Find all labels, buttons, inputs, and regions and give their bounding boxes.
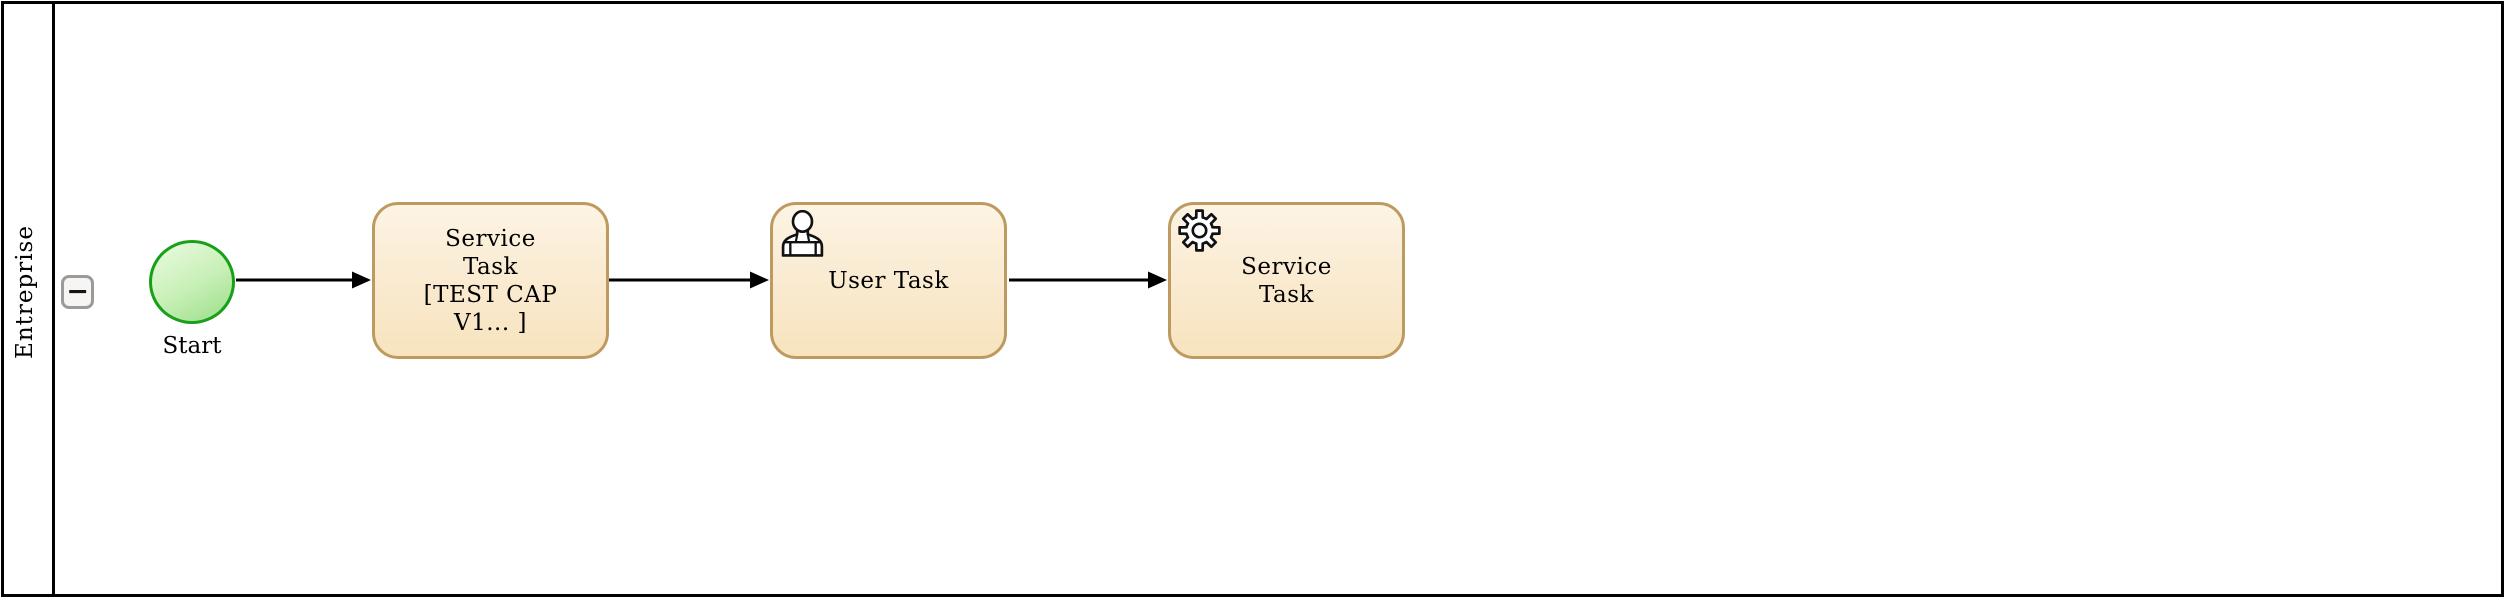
task-service-2[interactable]: Service Task [1168,202,1405,359]
task-service-2-label: Service Task [1241,253,1332,308]
task-user[interactable]: User Task [770,202,1007,359]
lane-label-cell [4,4,55,594]
start-event[interactable] [149,240,235,324]
task-user-label: User Task [828,267,949,294]
start-event-label: Start [162,333,222,359]
minus-icon: − [66,275,89,307]
task-service-1-label: Service Task [TEST CAP V1... ] [423,225,558,336]
lane-collapse-button[interactable]: − [61,275,94,309]
lane-title: Entreprise [12,225,38,359]
task-service-1[interactable]: Service Task [TEST CAP V1... ] [372,202,609,359]
